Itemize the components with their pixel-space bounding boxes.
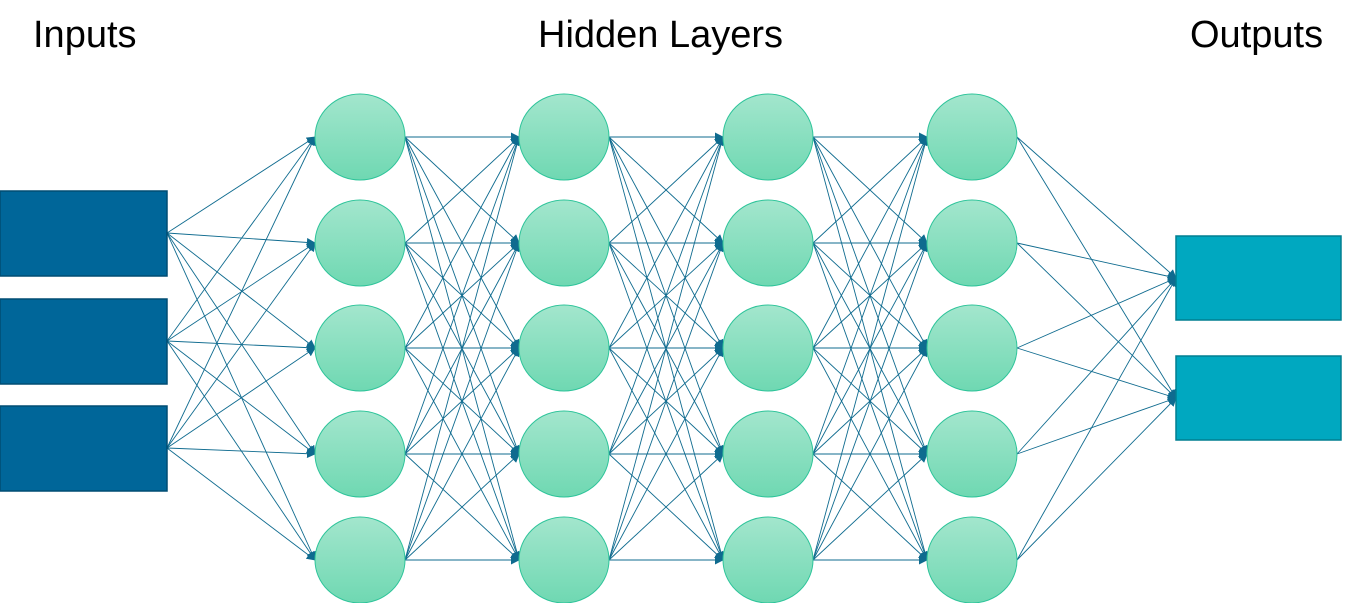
hidden-to-hidden-connection — [404, 136, 520, 349]
hidden-to-output-connection — [1016, 242, 1177, 399]
hidden-to-hidden-connection — [404, 453, 520, 561]
hidden-to-hidden-connection — [608, 136, 724, 349]
hidden-to-output-connection — [1016, 347, 1177, 400]
hidden-to-hidden-connection — [812, 136, 928, 349]
hidden-to-hidden-connection — [812, 453, 928, 561]
hidden-node — [518, 199, 610, 287]
hidden-to-output-connection — [1016, 396, 1177, 455]
outputs-heading: Outputs — [1190, 14, 1324, 56]
hidden-node — [722, 304, 814, 392]
hidden-to-output-connection — [1016, 397, 1177, 561]
hidden-node — [314, 304, 406, 392]
hidden-to-hidden-connection — [812, 136, 928, 244]
hidden-to-hidden-connection — [404, 136, 522, 561]
hidden-to-output-connection — [1016, 277, 1177, 349]
input-to-hidden-connection — [166, 242, 316, 449]
hidden-to-hidden-connection — [608, 347, 724, 561]
hidden-to-output-connection — [1016, 277, 1177, 561]
hidden-to-output-connection — [1016, 136, 1177, 279]
input-to-hidden-connection — [166, 447, 316, 561]
connections-group — [166, 132, 1177, 565]
hidden-to-hidden-connection — [608, 136, 726, 561]
hidden-node — [926, 199, 1018, 287]
output-node — [1175, 355, 1342, 441]
hidden-to-hidden-connection — [812, 136, 929, 455]
hidden-node — [722, 516, 814, 603]
input-to-hidden-connection — [166, 347, 316, 449]
hidden-node — [314, 410, 406, 498]
input-to-hidden-connection — [166, 232, 316, 561]
hidden-to-hidden-connection — [812, 242, 929, 561]
output-node — [1175, 235, 1342, 321]
hidden-node — [926, 516, 1018, 603]
input-to-hidden-connection — [166, 136, 316, 342]
input-to-hidden-connection — [166, 340, 316, 353]
hidden-to-hidden-connection — [404, 347, 520, 561]
hidden-to-hidden-connection — [404, 136, 520, 244]
input-to-hidden-connection — [166, 232, 316, 247]
hidden-node — [314, 93, 406, 181]
hidden-to-output-connection — [1016, 242, 1177, 281]
hidden-node — [926, 93, 1018, 181]
hidden-node — [314, 516, 406, 603]
hidden-to-hidden-connection — [608, 242, 725, 561]
hidden-node — [926, 410, 1018, 498]
hidden-node — [722, 93, 814, 181]
input-to-hidden-connection — [166, 232, 316, 349]
hidden-to-output-connection — [1016, 136, 1177, 399]
hidden-to-hidden-connection — [812, 347, 928, 561]
nodes-group — [0, 93, 1342, 603]
input-node — [0, 298, 168, 385]
input-to-hidden-connection — [166, 136, 316, 449]
hidden-to-hidden-connection — [404, 242, 521, 561]
hidden-node — [518, 410, 610, 498]
hidden-to-hidden-connection — [812, 136, 930, 561]
hidden-to-hidden-connection — [608, 136, 725, 455]
hidden-to-output-connection — [1016, 277, 1177, 455]
hidden-node — [518, 304, 610, 392]
hidden-node — [314, 199, 406, 287]
input-to-hidden-connection — [166, 340, 316, 561]
hidden-node — [722, 199, 814, 287]
input-node — [0, 405, 168, 492]
hidden-to-hidden-connection — [608, 453, 724, 561]
input-node — [0, 190, 168, 277]
hidden-node — [518, 516, 610, 603]
hidden-node — [518, 93, 610, 181]
hidden-to-hidden-connection — [404, 136, 521, 455]
hidden-node — [926, 304, 1018, 392]
hidden-node — [722, 410, 814, 498]
input-to-hidden-connection — [166, 447, 316, 459]
input-to-hidden-connection — [166, 136, 316, 234]
input-to-hidden-connection — [166, 232, 316, 455]
inputs-heading: Inputs — [33, 14, 137, 56]
hidden-layers-heading: Hidden Layers — [538, 14, 784, 56]
hidden-to-hidden-connection — [608, 136, 724, 244]
